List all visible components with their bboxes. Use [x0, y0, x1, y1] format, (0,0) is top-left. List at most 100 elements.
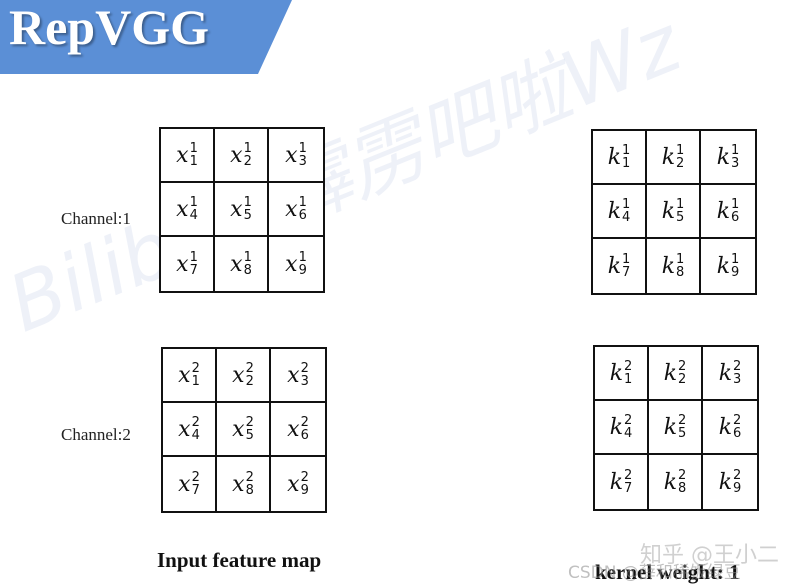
page-title: RepVGG — [9, 0, 209, 55]
matrix-symbol: k — [663, 360, 678, 386]
matrix-symbol: k — [607, 253, 622, 279]
matrix-symbol: k — [716, 144, 731, 170]
matrix-symbol: k — [663, 414, 678, 440]
matrix-symbol: k — [609, 469, 624, 495]
matrix-symbol: x — [176, 196, 189, 222]
matrix-symbol: x — [232, 471, 245, 497]
matrix-symbol: k — [718, 414, 733, 440]
matrix-symbol: k — [661, 198, 676, 224]
channel-1-label: Channel:1 — [61, 209, 131, 228]
matrix-symbol: x — [287, 362, 300, 388]
matrix-symbol: x — [178, 471, 191, 497]
matrix-symbol: x — [176, 142, 189, 168]
matrix-symbol: k — [661, 253, 676, 279]
matrix-symbol: x — [230, 142, 243, 168]
input-caption: Input feature map — [157, 548, 322, 572]
matrix-symbol: x — [285, 196, 298, 222]
watermark-csdn: CSDN @薛和稀饭绿豆 — [568, 563, 741, 583]
matrix-symbol: k — [718, 469, 733, 495]
kernel-caption: kernel weight: 1 — [595, 560, 740, 584]
matrix-symbol: k — [663, 469, 678, 495]
matrix-symbol: x — [287, 471, 300, 497]
matrix-symbol: k — [607, 198, 622, 224]
matrix-symbol: x — [285, 142, 298, 168]
matrix-symbol: x — [285, 251, 298, 277]
matrix-symbol: x — [230, 251, 243, 277]
matrix-symbol: x — [230, 196, 243, 222]
matrix-symbol: x — [232, 362, 245, 388]
matrix-symbol: k — [718, 360, 733, 386]
matrix-symbol: k — [716, 198, 731, 224]
matrix-symbol: x — [178, 362, 191, 388]
matrix-symbol: k — [661, 144, 676, 170]
watermark-zhihu: 知乎 @王小二 — [640, 543, 779, 568]
matrix-symbol: x — [232, 416, 245, 442]
matrix-symbol: k — [609, 414, 624, 440]
matrix-symbol: k — [609, 360, 624, 386]
matrix-symbol: k — [607, 144, 622, 170]
channel-2-label: Channel:2 — [61, 425, 131, 444]
title-banner — [0, 0, 292, 74]
matrix-symbol: x — [176, 251, 189, 277]
matrix-symbol: x — [178, 416, 191, 442]
